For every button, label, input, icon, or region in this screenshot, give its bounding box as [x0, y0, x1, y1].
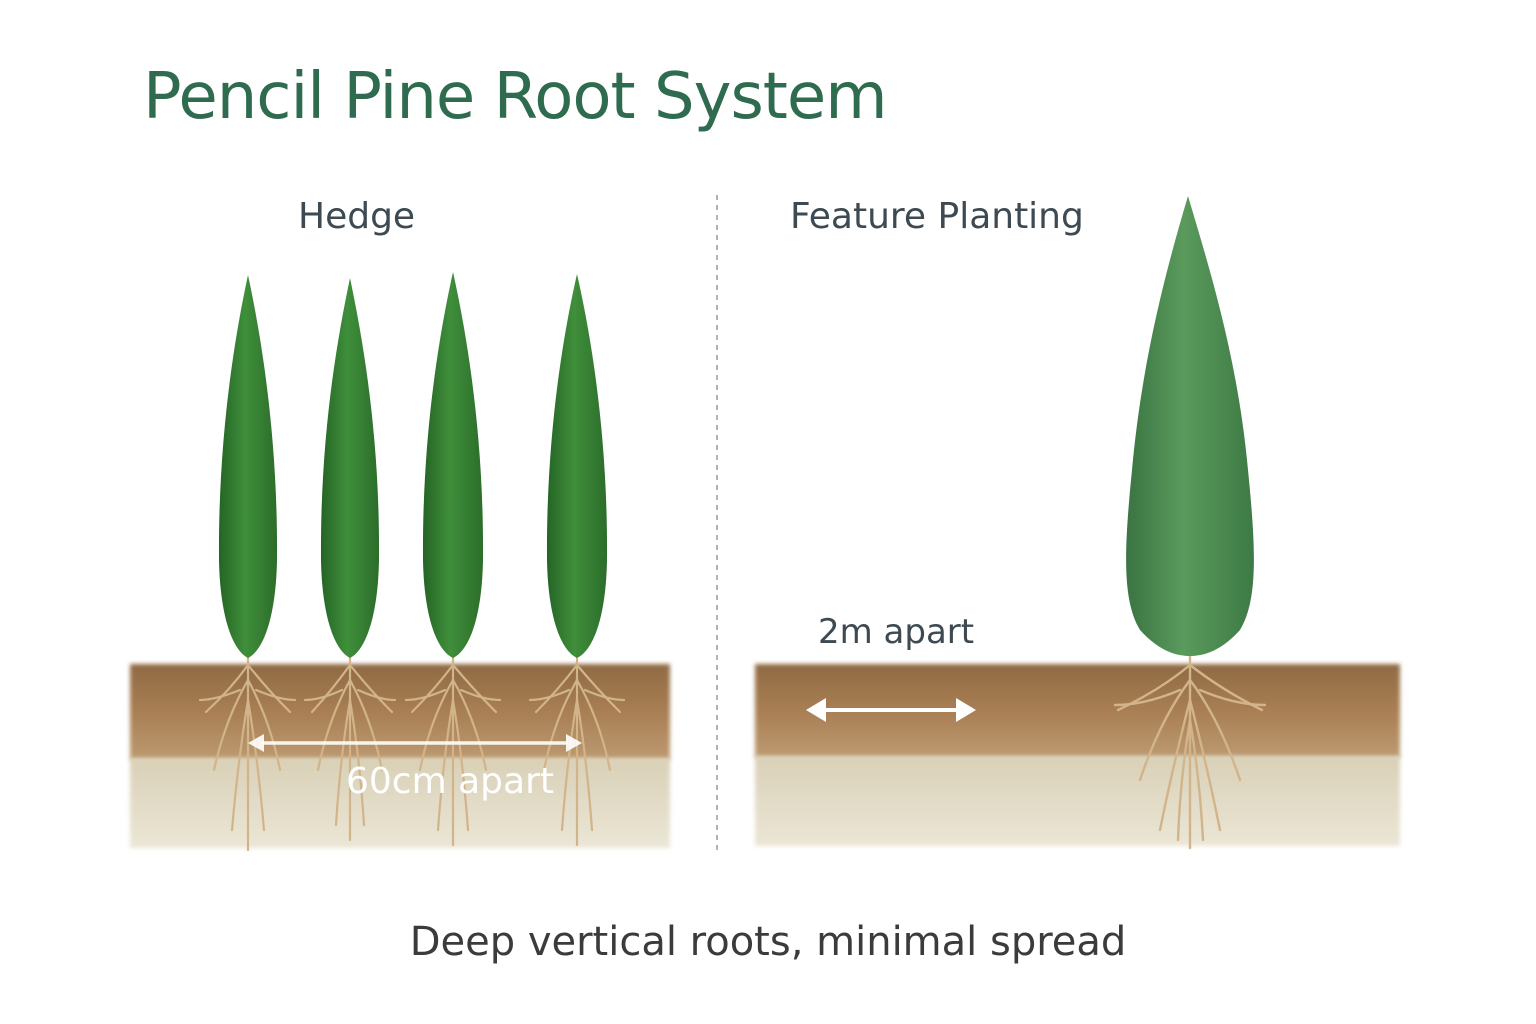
hedge-tree-roots	[404, 653, 502, 847]
feature-tree	[1113, 196, 1267, 850]
page-title: Pencil Pine Root System	[143, 60, 888, 134]
hedge-spacing-arrow	[248, 734, 582, 752]
feature-subsoil	[755, 756, 1400, 846]
feature-planting-heading: Feature Planting	[790, 196, 1084, 237]
feature-spacing-label: 2m apart	[818, 612, 974, 652]
hedge-tree	[404, 272, 502, 847]
hedge-tree	[528, 274, 626, 847]
hedge-heading: Hedge	[298, 196, 416, 237]
hedge-subsoil	[130, 758, 670, 848]
hedge-tree-foliage	[320, 278, 380, 658]
diagram-caption: Deep vertical roots, minimal spread	[409, 919, 1127, 965]
feature-tree-foliage	[1126, 196, 1254, 656]
hedge-tree-roots	[528, 653, 626, 847]
hedge-tree-roots	[198, 653, 297, 852]
hedge-tree-foliage	[546, 274, 608, 658]
feature-tree-roots	[1113, 648, 1267, 850]
hedge-tree-roots	[303, 653, 397, 842]
feature-spacing-arrow	[806, 698, 976, 722]
hedge-tree	[303, 278, 397, 842]
hedge-spacing-label: 60cm apart	[346, 761, 554, 802]
hedge-tree-foliage	[218, 275, 278, 658]
hedge-tree-foliage	[422, 272, 484, 658]
feature-soil	[755, 664, 1400, 846]
hedge-tree	[198, 275, 297, 852]
